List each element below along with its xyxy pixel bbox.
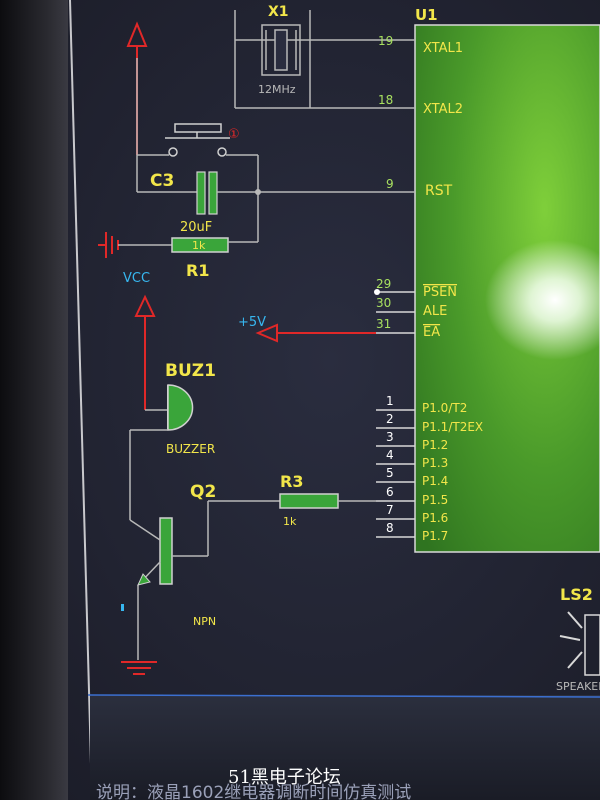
pin-xtal1[interactable]: 19 XTAL1 xyxy=(378,34,463,56)
forum-watermark: 51黑电子论坛 xyxy=(228,767,341,788)
left-bezel xyxy=(0,0,68,800)
pin-p1-2[interactable]: 3 P1.2 xyxy=(376,430,448,452)
resistor-r1[interactable] xyxy=(171,237,229,253)
pin-name: ALE xyxy=(423,304,447,319)
pin-name: PSEN xyxy=(423,285,457,300)
pin-p1-4[interactable]: 5 P1.4 xyxy=(376,466,448,488)
pin-p1-7[interactable]: 8 P1.7 xyxy=(376,521,448,543)
mcu-ref-label: U1 xyxy=(415,6,438,24)
pin-name: P1.2 xyxy=(422,438,448,452)
speaker-ls2[interactable] xyxy=(559,611,600,676)
pin-number: 9 xyxy=(386,177,394,191)
plus5v-label: +5V xyxy=(238,315,266,330)
pin-number: 4 xyxy=(386,448,394,462)
speaker-ref-label: LS2 xyxy=(560,585,593,604)
pin-p1-6[interactable]: 7 P1.6 xyxy=(376,503,448,525)
pin-name: P1.0/T2 xyxy=(422,401,467,415)
crystal-ref-label: X1 xyxy=(268,4,289,20)
junction-rst xyxy=(255,189,261,195)
buzzer-buz1[interactable] xyxy=(167,384,194,431)
pin-rst[interactable]: 9 RST xyxy=(386,177,453,199)
pin-number: 3 xyxy=(386,430,394,444)
r1-value-label: 1k xyxy=(192,239,206,252)
pin-p1-3[interactable]: 4 P1.3 xyxy=(376,448,448,470)
buzzer-ref-label: BUZ1 xyxy=(165,361,216,381)
pin-number: 7 xyxy=(386,503,394,517)
pin-p1-1[interactable]: 2 P1.1/T2EX xyxy=(376,412,483,434)
transistor-q2[interactable] xyxy=(129,517,208,586)
pin-name: XTAL1 xyxy=(423,41,463,56)
reset-push-button[interactable] xyxy=(165,123,230,157)
crystal-x1[interactable] xyxy=(261,24,301,76)
r3-value-label: 1k xyxy=(283,515,297,528)
q2-value-label: NPN xyxy=(193,615,216,628)
pin-number: 29 xyxy=(376,277,391,291)
vcc-label: VCC xyxy=(123,271,150,286)
pin-ea[interactable]: 31 EA xyxy=(376,317,440,340)
buzzer-value-label: BUZZER xyxy=(166,442,215,456)
pin-name: RST xyxy=(425,183,453,199)
speaker-value-label: SPEAKER xyxy=(556,680,600,693)
vcc-arrow xyxy=(134,294,156,410)
screen-glare xyxy=(485,240,600,360)
pin-number: 19 xyxy=(378,34,393,48)
pin-number: 2 xyxy=(386,412,394,426)
q2-ref-label: Q2 xyxy=(190,482,216,502)
c3-value-label: 20uF xyxy=(180,220,212,235)
pin-number: 31 xyxy=(376,317,391,331)
pin-ale[interactable]: 30 ALE xyxy=(376,296,447,319)
pin-number: 30 xyxy=(376,296,391,310)
c3-ref-label: C3 xyxy=(150,171,174,191)
crystal-value-label: 12MHz xyxy=(258,83,296,96)
plus5v-arrow xyxy=(255,323,376,343)
capacitor-c3[interactable] xyxy=(196,171,218,215)
pin-name: P1.4 xyxy=(422,474,448,488)
pin-p1-5[interactable]: 6 P1.5 xyxy=(376,485,448,507)
caption-text: 说明：液晶1602继电器调断时间仿真测试 xyxy=(96,783,411,800)
pin-name: EA xyxy=(423,325,440,340)
pin-number: 18 xyxy=(378,93,393,107)
pin-number: 5 xyxy=(386,466,394,480)
resistor-r3[interactable] xyxy=(279,493,339,509)
pin-number: 1 xyxy=(386,394,394,408)
pin-p1-0[interactable]: 1 P1.0/T2 xyxy=(376,394,467,415)
ground-symbol-bottom xyxy=(121,661,157,675)
pin-number: 6 xyxy=(386,485,394,499)
emitter-pin-marker xyxy=(121,604,124,611)
pin-name: P1.3 xyxy=(422,456,448,470)
pin-number: 8 xyxy=(386,521,394,535)
pin-psen[interactable]: 29 PSEN xyxy=(374,277,457,300)
bottom-panel xyxy=(90,695,600,800)
r3-ref-label: R3 xyxy=(280,472,303,491)
pin-name: P1.1/T2EX xyxy=(422,420,483,434)
button-marker: ① xyxy=(228,127,240,142)
bottom-divider xyxy=(87,694,600,698)
pin-name: P1.7 xyxy=(422,529,448,543)
pin-name: XTAL2 xyxy=(423,102,463,117)
r1-ref-label: R1 xyxy=(186,261,209,280)
pin-name: P1.6 xyxy=(422,511,448,525)
pin-name: P1.5 xyxy=(422,493,448,507)
pin-xtal2[interactable]: 18 XTAL2 xyxy=(378,93,463,117)
window-border-left xyxy=(69,0,93,800)
